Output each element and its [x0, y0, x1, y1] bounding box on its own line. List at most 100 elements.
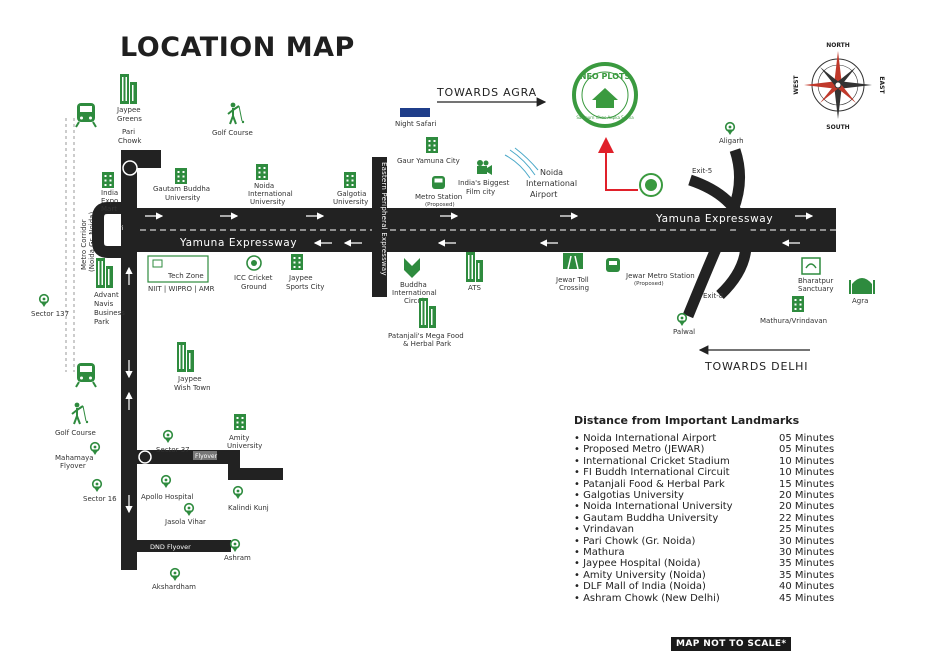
ats-label: ATS — [468, 284, 482, 292]
landmark-time: 15 Minutes — [779, 478, 835, 490]
pari-chowk-roundabout — [122, 160, 138, 176]
film-city-label-2: Film city — [466, 188, 495, 196]
bird-sanctuary-icon — [801, 257, 821, 275]
airport-icon — [504, 147, 539, 179]
compass-south: SOUTH — [826, 124, 849, 131]
taj-mahal-icon — [849, 278, 875, 294]
jewar-metro-label-2: (Proposed) — [634, 281, 664, 287]
logo-name: NEO PLOTS — [580, 72, 631, 81]
mathura-label: Mathura/Vrindavan — [760, 317, 827, 325]
mahamaya-pin-icon — [89, 435, 101, 456]
galgotia-icon — [344, 172, 356, 188]
jaypee-greens-label-1: Jaypee — [116, 106, 141, 114]
yamuna-expressway-label-top: Yamuna Expressway — [655, 213, 773, 225]
icc-label-1: ICC Cricket — [234, 274, 273, 282]
landmark-time: 05 Minutes — [779, 444, 835, 456]
kalindi-label: Kalindi Kunj — [228, 504, 269, 512]
film-city-label-1: India's Biggest — [458, 179, 510, 187]
gbu-label-2: University — [165, 194, 200, 202]
kalindi-pin-icon — [232, 479, 244, 500]
race-flag-icon — [404, 258, 420, 278]
landmark-time: 10 Minutes — [779, 467, 835, 479]
jaypee-sports-label-1: Jaypee — [288, 274, 313, 282]
landmark-time: 35 Minutes — [779, 569, 835, 581]
mathura-temple-icon — [792, 296, 804, 312]
night-safari-icon — [400, 108, 430, 117]
jaypee-wish-icon — [177, 342, 194, 372]
aligarh-label: Aligarh — [719, 137, 744, 145]
exit5-label: Exit-5 — [692, 167, 712, 175]
ats-icon — [466, 252, 483, 282]
airport-label-1: Noida — [540, 168, 563, 177]
distance-table-title: Distance from Important Landmarks — [574, 414, 800, 427]
landmark-name: • DLF Mall of India (Noida) — [574, 581, 706, 593]
cricket-ground-icon — [246, 255, 262, 271]
landmark-time: 25 Minutes — [779, 524, 835, 536]
pari-chowk-label-2: Chowk — [118, 137, 142, 145]
buddha-circuit-label-1: Buddha — [400, 281, 427, 289]
jewar-metro-label-1: Jewar Metro Station — [625, 272, 695, 280]
jewar-toll-label-2: Crossing — [559, 284, 589, 292]
metro-station-icon — [432, 176, 445, 189]
landmark-time: 45 Minutes — [779, 592, 835, 604]
metro-station-label-2: (Proposed) — [425, 202, 455, 208]
advant-label-3: Business — [94, 309, 125, 317]
tech-zone-label: Tech Zone — [167, 272, 204, 280]
buddha-circuit-label-2: International — [392, 289, 437, 297]
sector-137-pin-icon — [38, 287, 50, 308]
distance-row: • Pari Chowk (Gr. Noida)30 Minutes — [574, 536, 874, 547]
ashram-pin-icon — [229, 532, 241, 553]
expo-label-3: Mart — [101, 205, 117, 213]
galgotia-label-1: Galgotia — [337, 190, 366, 198]
landmark-time: 40 Minutes — [779, 581, 835, 593]
palwal-label: Palwal — [673, 328, 695, 336]
landmark-time: 20 Minutes — [779, 490, 835, 502]
landmark-name: • Ashram Chowk (New Delhi) — [574, 592, 720, 604]
metro-train-icon-top — [75, 102, 97, 128]
patanjali-icon — [419, 298, 436, 328]
advant-label-4: Park — [94, 318, 110, 326]
akshardham-pin-icon — [169, 561, 181, 582]
gaur-yamuna-icon — [426, 137, 438, 153]
niu-label-2: International — [248, 190, 293, 198]
gbu-icon — [175, 168, 187, 184]
distance-row: • Proposed Metro (JEWAR)05 Minutes — [574, 444, 874, 455]
niu-icon — [256, 164, 268, 180]
aligarh-pin-icon — [724, 115, 736, 136]
project-arrow — [598, 137, 638, 191]
jaypee-greens-label-2: Greens — [117, 115, 142, 123]
pari-chowk-label-1: Pari — [122, 128, 135, 136]
landmark-time: 22 Minutes — [779, 512, 835, 524]
metro-train-icon-bottom — [75, 362, 97, 388]
expo-label-2: Expo — [101, 197, 118, 205]
logo-tagline: Sampurn Vikas Aapka Sapna — [576, 115, 634, 120]
mahamaya-label-1: Mahamaya — [55, 454, 94, 462]
tech-zone-companies: NIIT | WIPRO | AMR — [148, 285, 215, 293]
india-expo-mart-icon — [102, 172, 114, 188]
advant-label-2: Navis — [94, 300, 114, 308]
compass-east: EAST — [878, 76, 885, 94]
distance-row: • Jaypee Hospital (Noida)35 Minutes — [574, 558, 874, 569]
airport-label-2: International — [526, 179, 577, 188]
sector-16-pin-icon — [91, 472, 103, 493]
jasola-label: Jasola Vihar — [164, 518, 206, 526]
sector-37-pin-icon — [162, 423, 174, 444]
galgotia-label-2: University — [333, 198, 368, 206]
landmark-name: • Amity University (Noida) — [574, 569, 706, 581]
pari-loop-label: Pari — [112, 225, 123, 232]
landmark-name: • Galgotias University — [574, 490, 684, 502]
landmark-name: • Patanjali Food & Herbal Park — [574, 478, 725, 490]
eastern-peripheral-road — [372, 157, 387, 297]
landmark-time: 10 Minutes — [779, 455, 835, 467]
golf-course-top-icon — [227, 101, 246, 125]
landmark-name: • International Cricket Stadium — [574, 455, 730, 467]
icc-label-2: Ground — [241, 283, 267, 291]
page-title: LOCATION MAP — [120, 32, 355, 63]
landmark-name: • Mathura — [574, 547, 625, 559]
expo-label-1: India — [101, 189, 118, 197]
akshardham-label: Akshardham — [152, 583, 196, 591]
